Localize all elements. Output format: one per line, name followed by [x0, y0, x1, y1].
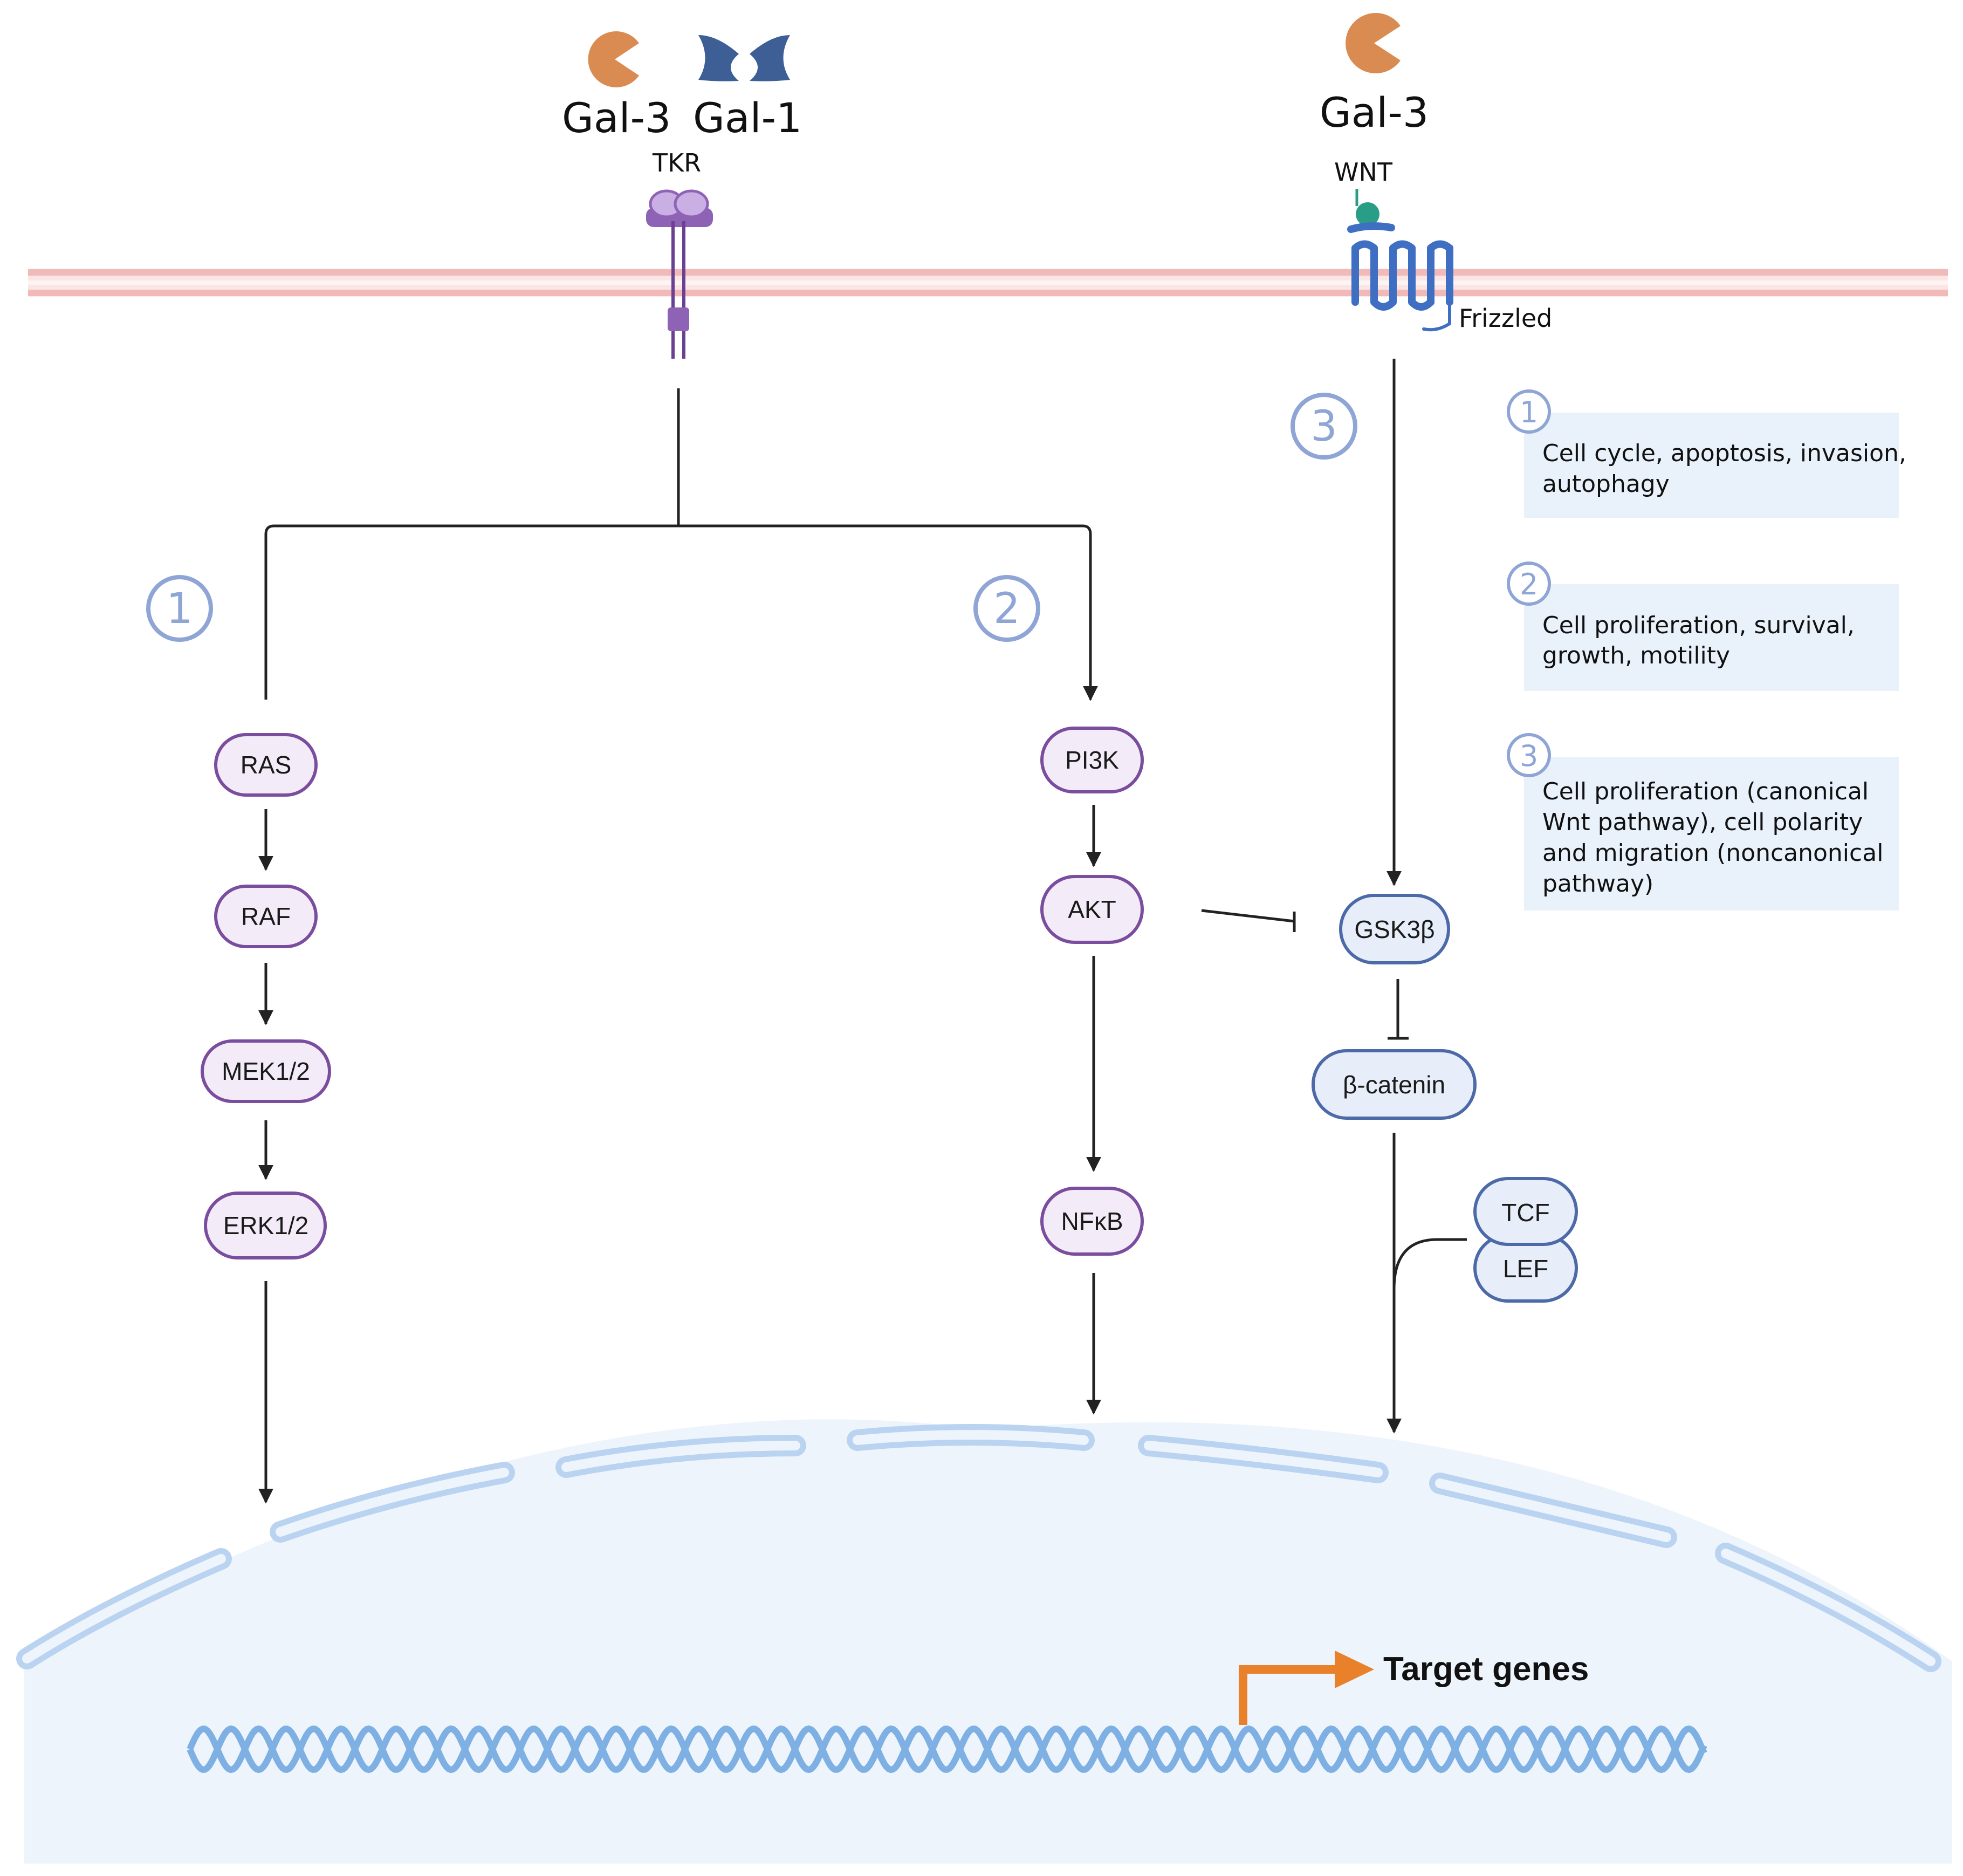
tkr-receptor: [646, 189, 713, 359]
nucleus: [16, 1419, 1952, 1864]
pathway-number-2: 2: [973, 575, 1040, 642]
legend-item-2: 2 Cell proliferation, survival, growth, …: [1507, 562, 1899, 691]
nuclear-envelope-inner: [22, 1430, 1935, 1666]
svg-text:TCF: TCF: [1501, 1199, 1549, 1227]
node-mek: MEK1/2: [201, 1039, 331, 1103]
gal3-left-label: Gal-3: [562, 94, 671, 142]
node-erk: ERK1/2: [204, 1192, 327, 1259]
svg-text:RAF: RAF: [241, 902, 291, 930]
legend-item-1-line-1: Cell cycle, apoptosis, invasion,: [1542, 440, 1906, 467]
dna-helix: [187, 1725, 1707, 1774]
svg-text:2: 2: [1520, 567, 1538, 601]
node-ras: RAS: [214, 733, 318, 797]
frizzled-label: Frizzled: [1459, 304, 1552, 333]
legend-item-3: 3 Cell proliferation (canonical Wnt path…: [1507, 733, 1899, 910]
pathway-number-1: 1: [146, 575, 213, 642]
gal1-shape: [698, 35, 790, 81]
svg-text:ERK1/2: ERK1/2: [223, 1211, 309, 1240]
dna-strand: [187, 1725, 1707, 1774]
wnt-ligand: [1355, 189, 1379, 226]
legend-item-2-line-2: growth, motility: [1542, 642, 1730, 669]
svg-text:AKT: AKT: [1068, 895, 1116, 923]
node-bcatenin: β-catenin: [1312, 1049, 1477, 1120]
legend-item-3-line-3: and migration (noncanonical: [1542, 839, 1883, 867]
gal3-right-label: Gal-3: [1320, 88, 1429, 136]
tkr-label: TKR: [652, 148, 701, 177]
pathway-number-3: 3: [1291, 393, 1357, 460]
svg-text:LEF: LEF: [1503, 1255, 1548, 1283]
svg-text:2: 2: [993, 585, 1020, 633]
target-genes-label: Target genes: [1383, 1651, 1589, 1688]
svg-text:3: 3: [1310, 402, 1337, 451]
node-raf: RAF: [214, 885, 318, 948]
legend-item-1-line-2: autophagy: [1542, 470, 1670, 498]
svg-text:1: 1: [166, 585, 193, 633]
node-tcf: TCF: [1473, 1177, 1578, 1246]
svg-text:PI3K: PI3K: [1065, 746, 1119, 774]
node-nfkb: NFκB: [1040, 1187, 1144, 1256]
gal3-left-shape: [588, 31, 639, 87]
svg-text:MEK1/2: MEK1/2: [222, 1057, 310, 1085]
wnt-label: WNT: [1334, 158, 1393, 187]
node-akt: AKT: [1040, 875, 1144, 944]
gal1-label: Gal-1: [693, 94, 802, 142]
legend-item-3-line-1: Cell proliferation (canonical: [1542, 778, 1869, 805]
plasma-membrane: [28, 269, 1948, 297]
pathway-connectors: [258, 359, 1467, 1504]
nucleus-body: [24, 1419, 1952, 1864]
legend-item-1: 1 Cell cycle, apoptosis, invasion, autop…: [1507, 389, 1906, 518]
svg-text:GSK3β: GSK3β: [1354, 915, 1434, 943]
frizzled-receptor: [1347, 222, 1453, 332]
node-pi3k: PI3K: [1040, 727, 1144, 793]
legend-item-3-line-4: pathway): [1542, 870, 1653, 898]
svg-text:RAS: RAS: [241, 751, 292, 779]
gal3-right-shape: [1346, 12, 1401, 73]
target-genes-arrow: [1239, 1651, 1374, 1725]
svg-text:1: 1: [1520, 395, 1538, 429]
legend-item-3-line-2: Wnt pathway), cell polarity: [1542, 809, 1863, 836]
svg-text:β-catenin: β-catenin: [1343, 1071, 1445, 1099]
svg-text:NFκB: NFκB: [1061, 1207, 1123, 1235]
node-gsk3b: GSK3β: [1339, 894, 1450, 964]
dna-strand: [187, 1725, 1707, 1774]
legend-item-2-line-1: Cell proliferation, survival,: [1542, 612, 1855, 639]
svg-text:3: 3: [1520, 739, 1538, 773]
